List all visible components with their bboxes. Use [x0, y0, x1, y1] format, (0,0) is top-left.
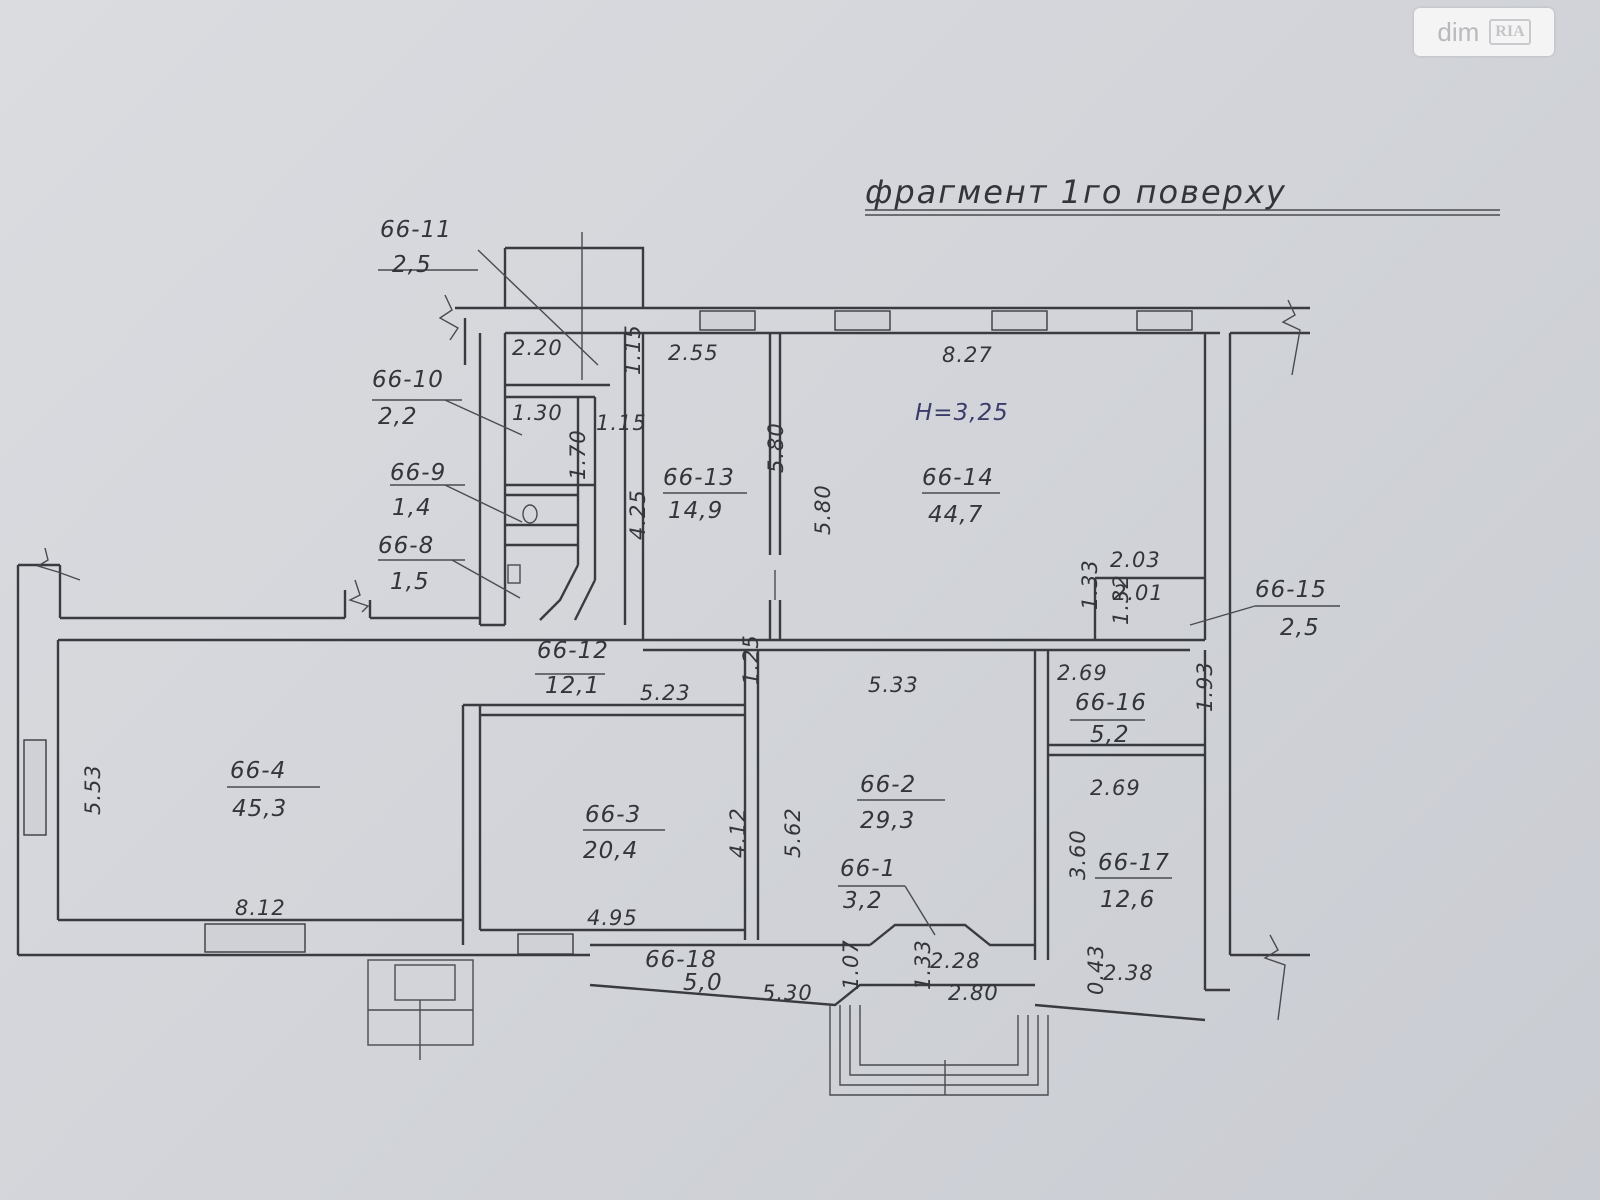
watermark-sub: RIA — [1489, 19, 1531, 45]
dim-2-38: 2.38 — [1103, 961, 1154, 985]
dim-2-28: 2.28 — [930, 949, 981, 973]
dim-5-80-a: 5.80 — [764, 422, 788, 473]
dim-1-33-b: 1.33 — [911, 939, 935, 990]
room-label-66-15: 66-15 — [1255, 577, 1327, 603]
dimension-labels: 2.20 1.15 1.15 1.30 1.70 2.55 5.80 5.80 … — [81, 324, 1217, 1005]
room-label-66-10: 66-10 — [372, 367, 444, 393]
dim-4-25: 4.25 — [626, 489, 650, 540]
entrance-steps — [367, 959, 1049, 1096]
room-area-66-9: 1,4 — [392, 495, 432, 521]
dim-1-70: 1.70 — [566, 429, 590, 480]
dim-4-12: 4.12 — [726, 807, 750, 858]
room-area-66-1: 3,2 — [843, 888, 883, 914]
dim-8-12: 8.12 — [235, 896, 286, 920]
sanitary-fixtures — [507, 504, 538, 584]
dim-5-33: 5.33 — [868, 673, 919, 697]
dim-1-15-a: 1.15 — [621, 324, 645, 375]
dim-1-93: 1.93 — [1193, 661, 1217, 712]
room-area-66-8: 1,5 — [390, 569, 430, 595]
room-area-66-10: 2,2 — [378, 404, 418, 430]
room-label-66-9: 66-9 — [390, 460, 446, 486]
dim-1-15-b: 1.15 — [596, 411, 647, 435]
room-area-66-12: 12,1 — [545, 673, 600, 699]
room-label-66-17: 66-17 — [1098, 850, 1170, 876]
windows — [23, 310, 1193, 955]
dim-5-80-b: 5.80 — [811, 484, 835, 535]
dim-5-23: 5.23 — [640, 681, 691, 705]
room-area-66-13: 14,9 — [668, 498, 723, 524]
dim-3-60: 3.60 — [1066, 829, 1090, 880]
plan-title: фрагмент 1го поверху — [865, 173, 1287, 211]
dim-2-55: 2.55 — [668, 341, 719, 365]
room-area-66-14: 44,7 — [928, 502, 983, 528]
room-labels: 66-11 2,5 66-10 2,2 66-9 1,4 66-8 1,5 66… — [230, 217, 1327, 996]
ceiling-height-note: H=3,25 — [915, 400, 1009, 426]
room-area-66-16: 5,2 — [1090, 722, 1130, 748]
dim-2-69-a: 2.69 — [1057, 661, 1108, 685]
room-label-66-3: 66-3 — [585, 802, 641, 828]
room-label-66-4: 66-4 — [230, 758, 286, 784]
dim-2-03: 2.03 — [1110, 548, 1161, 572]
dim-8-27: 8.27 — [942, 343, 993, 367]
room-label-66-14: 66-14 — [922, 465, 994, 491]
room-label-66-8: 66-8 — [378, 533, 434, 559]
room-area-66-2: 29,3 — [860, 808, 915, 834]
dim-1-07: 1.07 — [839, 939, 863, 990]
room-area-66-15: 2,5 — [1280, 615, 1320, 641]
dim-1-25: 1.25 — [739, 634, 763, 685]
watermark-badge: dim RIA — [1414, 8, 1554, 56]
room-label-66-13: 66-13 — [663, 465, 735, 491]
dim-1-33-a: 1.33 — [1078, 559, 1102, 610]
room-area-66-18: 5,0 — [683, 970, 723, 996]
room-label-66-1: 66-1 — [840, 856, 896, 882]
room-label-66-2: 66-2 — [860, 772, 916, 798]
walls — [16, 232, 1310, 1022]
dim-4-95: 4.95 — [587, 906, 638, 930]
dim-2-80: 2.80 — [948, 981, 999, 1005]
dim-5-30: 5.30 — [762, 981, 813, 1005]
dim-1-30: 1.30 — [512, 401, 563, 425]
dim-1-32: 1.32 — [1109, 574, 1133, 625]
dim-2-01: 2.01 — [1113, 581, 1164, 605]
room-area-66-3: 20,4 — [583, 838, 638, 864]
dim-2-69-b: 2.69 — [1090, 776, 1141, 800]
room-label-66-16: 66-16 — [1075, 690, 1147, 716]
leader-lines — [227, 249, 1340, 936]
dim-2-20: 2.20 — [512, 336, 563, 360]
room-area-66-4: 45,3 — [232, 796, 287, 822]
room-label-66-18: 66-18 — [645, 947, 717, 973]
room-area-66-11: 2,5 — [392, 252, 432, 278]
room-area-66-17: 12,6 — [1100, 887, 1155, 913]
break-marks — [36, 294, 1301, 1021]
watermark-brand: dim — [1437, 16, 1480, 47]
dim-5-53: 5.53 — [81, 764, 105, 815]
dim-0-43: 0.43 — [1084, 944, 1108, 995]
dim-5-62: 5.62 — [781, 807, 805, 858]
room-label-66-12: 66-12 — [537, 638, 609, 664]
room-label-66-11: 66-11 — [380, 217, 452, 243]
